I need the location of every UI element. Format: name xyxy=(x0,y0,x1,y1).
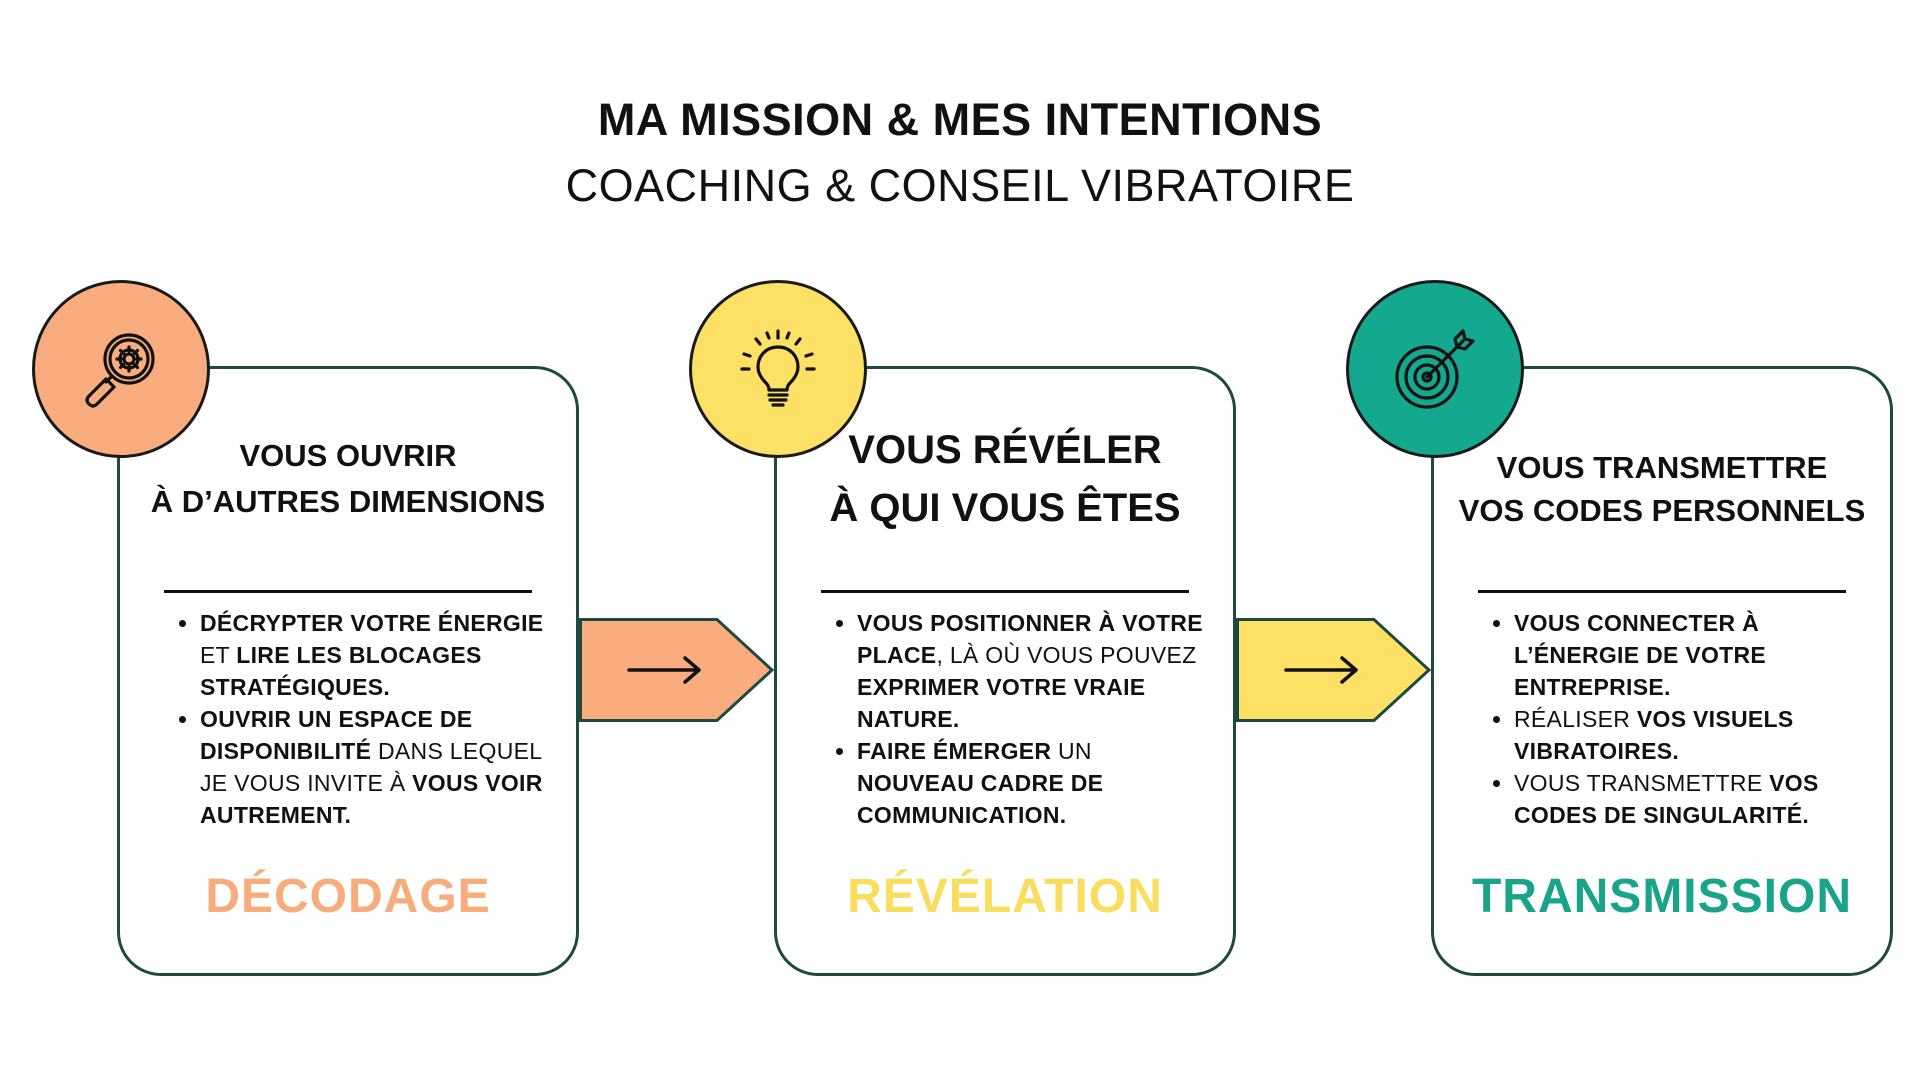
bullet-text-bold: VOS VISUELS VIBRATOIRES. xyxy=(1514,706,1794,764)
bullet-text-bold: OUVRIR UN ESPACE DE DISPONIBILITÉ xyxy=(200,706,473,764)
step-divider xyxy=(1478,590,1846,593)
lightbulb-icon xyxy=(740,329,816,407)
step-card-decodage: VOUS OUVRIR À D’AUTRES DIMENSIONS DÉCRYP… xyxy=(117,366,579,976)
step-bullets: DÉCRYPTER VOTRE ÉNERGIE ET LIRE LES BLOC… xyxy=(164,607,552,831)
step-label: TRANSMISSION xyxy=(1471,870,1852,923)
magnifier-gear-icon xyxy=(85,333,155,408)
right-arrow-icon xyxy=(1284,656,1358,684)
step-heading-line: VOUS TRANSMETTRE xyxy=(1496,450,1828,485)
connector-arrow-1 xyxy=(579,618,775,722)
right-arrow-icon xyxy=(627,656,701,684)
step-label: RÉVÉLATION xyxy=(847,870,1163,923)
step-card-revelation: VOUS RÉVÉLER À QUI VOUS ÊTES VOUS POSITI… xyxy=(774,366,1236,976)
bullet-text: VOUS TRANSMETTRE xyxy=(1514,770,1770,796)
step-bullet-item: VOUS TRANSMETTRE VOS CODES DE SINGULARIT… xyxy=(1514,767,1866,831)
bullet-text: , LÀ OÙ VOUS POUVEZ xyxy=(936,642,1197,668)
step-bullets: VOUS CONNECTER À L’ÉNERGIE DE VOTRE ENTR… xyxy=(1478,607,1866,831)
bullet-text-bold: VOUS POSITIONNER À VOTRE PLACE xyxy=(857,610,1203,668)
bullet-text-bold: VOS CODES DE SINGULARITÉ. xyxy=(1514,770,1819,828)
step-icon-circle-transmission xyxy=(1346,280,1524,458)
step-heading-line: À D’AUTRES DIMENSIONS xyxy=(150,484,546,519)
step-heading-line: VOUS OUVRIR xyxy=(239,438,457,473)
step-divider xyxy=(821,590,1189,593)
step-icon-circle-decodage xyxy=(32,280,210,458)
bullet-text: ET xyxy=(200,642,237,668)
step-heading-line: VOS CODES PERSONNELS xyxy=(1458,493,1866,528)
bullet-text-bold: VOUS CONNECTER À L’ÉNERGIE DE VOTRE ENTR… xyxy=(1514,610,1767,700)
bullet-text: DANS LEQUEL JE VOUS INVITE À xyxy=(200,738,542,796)
step-bullet-item: FAIRE ÉMERGER UN NOUVEAU CADRE DE COMMUN… xyxy=(857,735,1209,831)
bullet-text-bold: NOUVEAU CADRE DE COMMUNICATION. xyxy=(857,770,1104,828)
page-subtitle: COACHING & CONSEIL VIBRATOIRE xyxy=(565,160,1355,211)
page-title: MA MISSION & MES INTENTIONS xyxy=(597,94,1323,145)
step-divider xyxy=(164,590,532,593)
step-heading: VOUS RÉVÉLER À QUI VOUS ÊTES xyxy=(801,369,1209,589)
step-heading-line: À QUI VOUS ÊTES xyxy=(829,486,1181,530)
step-label: DÉCODAGE xyxy=(205,870,491,923)
bullet-text-bold: LIRE LES BLOCAGES STRATÉGIQUES. xyxy=(200,642,482,700)
bullet-text-bold: DÉCRYPTER VOTRE ÉNERGIE xyxy=(200,610,544,636)
step-bullet-item: OUVRIR UN ESPACE DE DISPONIBILITÉ DANS L… xyxy=(200,703,552,831)
step-icon-circle-revelation xyxy=(689,280,867,458)
step-heading: VOUS TRANSMETTRE VOS CODES PERSONNELS xyxy=(1458,369,1866,589)
bullet-text: RÉALISER xyxy=(1514,706,1637,732)
step-heading: VOUS OUVRIR À D’AUTRES DIMENSIONS xyxy=(144,369,552,589)
step-heading-line: VOUS RÉVÉLER xyxy=(848,428,1162,472)
step-bullet-item: VOUS CONNECTER À L’ÉNERGIE DE VOTRE ENTR… xyxy=(1514,607,1866,703)
step-card-transmission: VOUS TRANSMETTRE VOS CODES PERSONNELS VO… xyxy=(1431,366,1893,976)
step-bullet-item: VOUS POSITIONNER À VOTRE PLACE, LÀ OÙ VO… xyxy=(857,607,1209,735)
step-bullets: VOUS POSITIONNER À VOTRE PLACE, LÀ OÙ VO… xyxy=(821,607,1209,831)
bullet-text-bold: FAIRE ÉMERGER xyxy=(857,738,1052,764)
step-bullet-item: DÉCRYPTER VOTRE ÉNERGIE ET LIRE LES BLOC… xyxy=(200,607,552,703)
step-bullet-item: RÉALISER VOS VISUELS VIBRATOIRES. xyxy=(1514,703,1866,767)
connector-arrow-2 xyxy=(1236,618,1432,722)
target-arrow-icon xyxy=(1395,329,1475,409)
bullet-text: UN xyxy=(1051,738,1092,764)
bullet-text-bold: EXPRIMER VOTRE VRAIE NATURE. xyxy=(857,674,1146,732)
bullet-text-bold: VOUS VOIR AUTREMENT. xyxy=(200,770,543,828)
